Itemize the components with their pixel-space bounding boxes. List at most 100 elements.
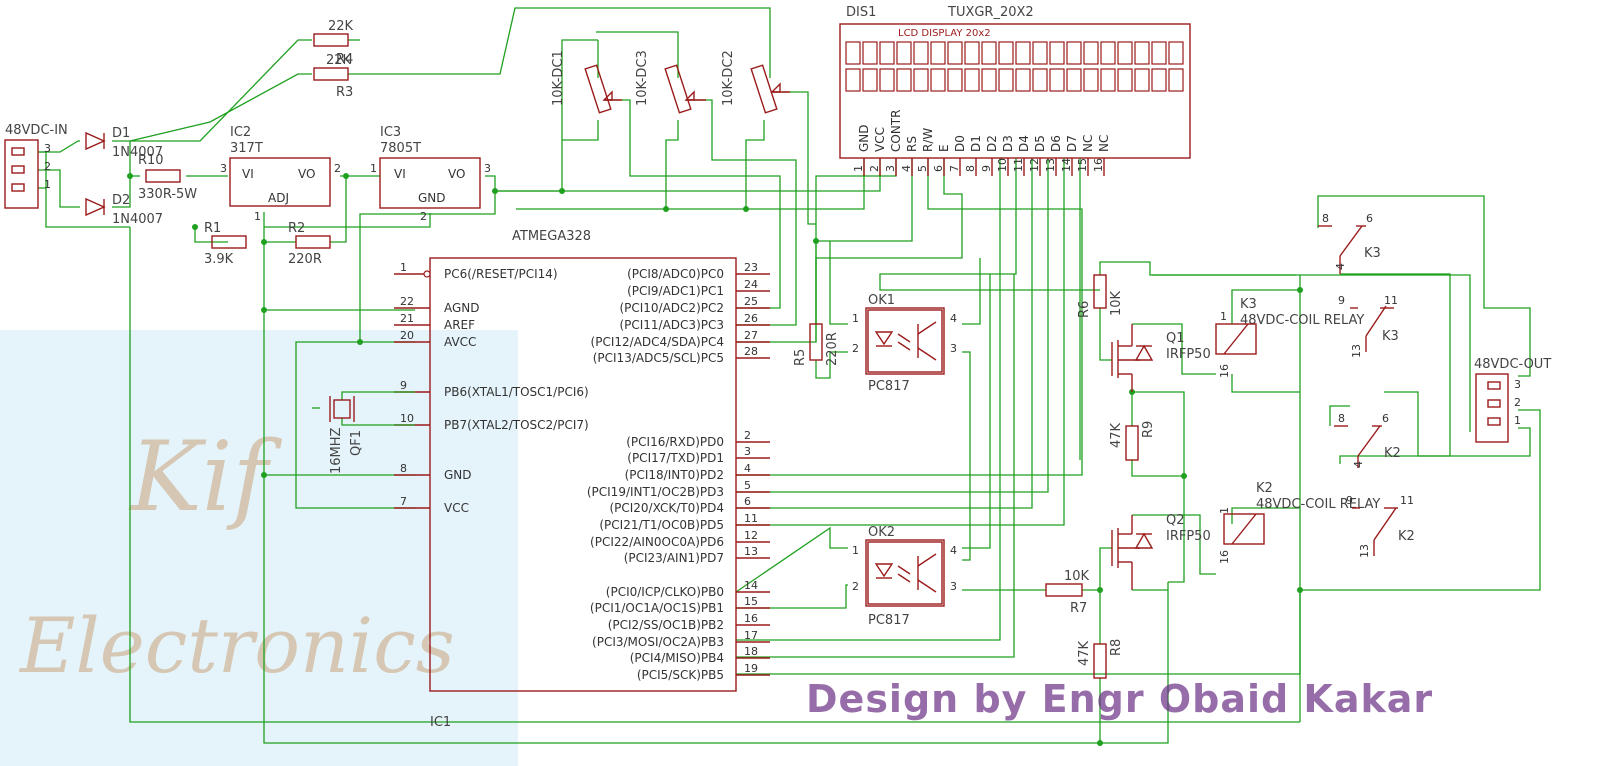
lcd-cell <box>1049 68 1065 92</box>
mcu-right-pin-number: 24 <box>744 278 758 291</box>
lcd-pins: GND1VCC2CONTR3RS4R/W5E6D07D18D29D310D411… <box>852 110 1111 176</box>
mcu-right-pin-label: (PCI18/INT0)PD2 <box>625 468 724 482</box>
svg-text:3: 3 <box>950 580 957 593</box>
q2-ref: Q2 <box>1166 513 1185 528</box>
lcd-pin-number: 4 <box>900 165 913 172</box>
resistor-r7: 10K R7 <box>1045 569 1090 616</box>
relay-k2-contact-b: 9 11 13 K2 <box>1346 494 1415 558</box>
mcu-left-pin-label: GND <box>444 468 472 482</box>
crystal: 16MHZ QF1 <box>312 391 415 474</box>
k2-coil-ref: K2 <box>1256 481 1273 496</box>
d1-value: 1N4007 <box>112 145 163 160</box>
resistor-r4: 22K R4 <box>313 19 354 67</box>
mcu-right-pin-label: (PCI8/ADC0)PC0 <box>627 267 724 281</box>
dc2-label: 10K-DC2 <box>721 50 736 106</box>
r3-value: 22K <box>326 53 352 68</box>
svg-text:8: 8 <box>1322 212 1329 225</box>
mcu-right-pin-number: 23 <box>744 261 758 274</box>
lcd-cell <box>1066 68 1082 92</box>
mcu-right-pin-number: 12 <box>744 529 758 542</box>
ok2-part: PC817 <box>868 613 910 628</box>
lcd-character-grid <box>845 41 1184 92</box>
ic2-vo: VO <box>298 167 315 181</box>
r7-ref: R7 <box>1070 601 1087 616</box>
regulator-ic2: IC2 317T VI VO ADJ 3 2 1 <box>220 125 341 223</box>
svg-text:1: 1 <box>370 162 377 175</box>
mcu-right-pin-number: 18 <box>744 645 758 658</box>
ic3-vo: VO <box>448 167 465 181</box>
lcd-pin-number: 9 <box>980 165 993 172</box>
r4-value: 22K <box>328 19 354 34</box>
lcd-cell <box>1015 68 1031 92</box>
svg-text:2: 2 <box>852 580 859 593</box>
svg-text:4: 4 <box>950 544 957 557</box>
svg-text:11: 11 <box>1384 294 1398 307</box>
mcu-right-pin-label: (PCI10/ADC2)PC2 <box>619 301 724 315</box>
resistor-r3: 22K R3 <box>313 53 353 100</box>
r4-ref: R4 <box>336 52 353 67</box>
mcu-right-pin-label: (PCI17/TXD)PD1 <box>627 451 724 465</box>
lcd-cell <box>1117 41 1133 65</box>
mcu-right-pin-number: 17 <box>744 629 758 642</box>
watermark-panel <box>0 330 518 766</box>
output-pin-2: 2 <box>1514 396 1521 409</box>
lcd-cell <box>998 41 1014 65</box>
lcd-cell <box>862 68 878 92</box>
k3-coil-label: 48VDC-COIL RELAY <box>1240 313 1364 328</box>
lcd-pin-label: VCC <box>873 127 887 152</box>
mcu-left-pin-label: PB7(XTAL2/TOSC2/PCI7) <box>444 418 589 432</box>
lcd-cell <box>1083 68 1099 92</box>
r10-value: 330R-5W <box>138 187 197 202</box>
resistor-r6: R6 10K <box>1077 274 1124 318</box>
mcu-right-pin-number: 26 <box>744 312 758 325</box>
lcd-cell <box>1151 41 1167 65</box>
lcd-caption: LCD DISPLAY 20x2 <box>898 28 991 39</box>
r1-ref: R1 <box>204 221 221 236</box>
mcu-right-pin-label: (PCI22/AIN0OC0A)PD6 <box>590 535 724 549</box>
lcd-pin-number: 13 <box>1044 158 1057 172</box>
crystal-ref: QF1 <box>349 430 364 456</box>
lcd-pin-number: 10 <box>996 158 1009 172</box>
mcu-right-pin-label: (PCI1/OC1A/OC1S)PB1 <box>590 601 724 615</box>
d2-value: 1N4007 <box>112 212 163 227</box>
r3-ref: R3 <box>336 85 353 100</box>
mcu-right-pin-label: (PCI23/AIN1)PD7 <box>624 551 724 565</box>
lcd-part: TUXGR_20X2 <box>947 5 1034 20</box>
mcu-right-pin-label: (PCI20/XCK/T0)PD4 <box>609 501 724 515</box>
lcd-cell <box>879 68 895 92</box>
k3-contact-b-ref: K3 <box>1382 329 1399 344</box>
mcu-right-pin-number: 4 <box>744 462 751 475</box>
lcd-cell <box>1168 41 1184 65</box>
mcu-right-pin-number: 11 <box>744 512 758 525</box>
svg-text:4: 4 <box>1352 461 1365 468</box>
mcu-left-pin-number: 1 <box>400 261 407 274</box>
ic3-ref: IC3 <box>380 125 401 140</box>
mcu-right-pin-number: 6 <box>744 495 751 508</box>
diode-d2: D2 1N4007 <box>85 193 163 227</box>
mcu-right-pin-number: 15 <box>744 595 758 608</box>
lcd-cell <box>930 68 946 92</box>
relay-k3-coil: K3 48VDC-COIL RELAY 1 16 <box>1215 297 1364 378</box>
lcd-cell <box>845 68 861 92</box>
resistor-r5: R5 220R <box>793 323 840 366</box>
svg-text:4: 4 <box>950 312 957 325</box>
r8-ref: R8 <box>1109 639 1124 656</box>
lcd-pin-label: NC <box>1081 135 1095 152</box>
lcd-cell <box>981 68 997 92</box>
mcu-ref: IC1 <box>430 715 451 730</box>
mcu-left-pin-number: 20 <box>400 329 414 342</box>
lcd-ref: DIS1 <box>846 5 876 20</box>
lcd-pin-label: D6 <box>1049 135 1063 152</box>
lcd-cell <box>998 68 1014 92</box>
k3-contact-a-ref: K3 <box>1364 246 1381 261</box>
ic2-ref: IC2 <box>230 125 251 140</box>
svg-text:13: 13 <box>1358 544 1371 558</box>
svg-text:4: 4 <box>1334 263 1347 270</box>
mcu-right-pin-label: (PCI0/ICP/CLKO)PB0 <box>606 585 724 599</box>
mcu-left-pin-label: VCC <box>444 501 469 515</box>
watermark-logo: Kif <box>128 421 282 533</box>
input-pin-3: 3 <box>44 142 51 155</box>
lcd-cell <box>1032 68 1048 92</box>
lcd-cell <box>1100 68 1116 92</box>
